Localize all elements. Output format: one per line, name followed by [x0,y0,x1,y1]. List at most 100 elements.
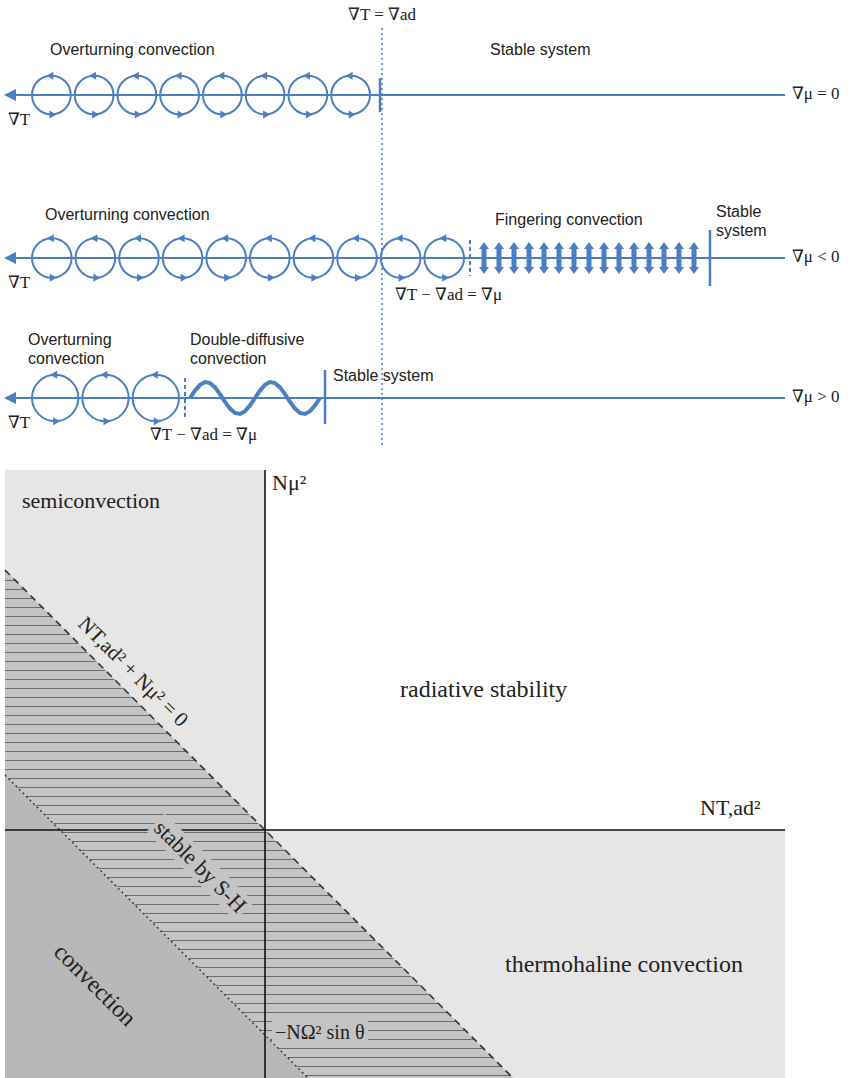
finger-arrow [659,242,669,274]
convection-loop [424,238,464,278]
loop-arrow [90,234,100,282]
convection-loop [75,76,114,115]
double-diffusive-wave [190,382,320,414]
label-text: −NΩ² sin θ [272,1020,368,1044]
convection-loop [294,238,334,278]
loop-arrow [221,234,231,282]
label-text: Overturning convection [50,40,215,59]
convection-loop [32,375,78,421]
boundary-tick [379,78,382,112]
label-text: ∇T [8,110,30,130]
label-text: thermohaline convection [505,950,743,979]
convection-loop [337,238,377,278]
label-text: ∇T [8,413,30,433]
convection-loop [32,238,72,278]
label-text: ∇μ < 0 [792,247,840,267]
loop-arrow [346,72,356,119]
finger-arrow [584,242,594,274]
loop-arrow [265,234,275,282]
label-text: ∇μ = 0 [792,84,840,104]
loop-arrow [151,371,161,425]
label-text: Overturning convection [45,205,210,224]
loop-arrow [308,234,318,282]
finger-arrow [614,242,624,274]
convection-loop [381,238,421,278]
label-text: radiative stability [400,675,567,704]
loop-arrow [178,234,188,282]
convection-loop [118,76,157,115]
dashed-boundary [5,570,513,1078]
finger-arrow [674,242,684,274]
label-text: ∇T = ∇ad [348,5,416,25]
finger-arrow [644,242,654,274]
label-text: stable by S-H [146,813,254,921]
finger-arrow [539,242,549,274]
loop-arrow [89,72,99,119]
label-text: ∇μ > 0 [792,387,840,407]
finger-arrow [494,242,504,274]
label-text: Stable system [716,202,776,240]
arrow-head [4,392,16,404]
boundary-tick [469,240,471,276]
axis [264,470,266,1078]
finger-arrow [569,242,579,274]
label-text: NT,ad² + Nμ² = 0 [73,612,194,733]
convection-loop [206,238,246,278]
loop-arrow [439,234,449,282]
label-text: Double-diffusive convection [190,330,325,368]
convection-loop [76,238,116,278]
loop-arrow [50,371,60,425]
label-text: Stable system [333,366,433,385]
convection-loop [246,76,285,115]
label-text: Fingering convection [495,210,643,229]
convection-region [5,775,308,1078]
convection-loop [82,375,128,421]
axis [5,829,785,831]
label-text: Nμ² [272,470,306,496]
label-text: semiconvection [22,488,160,514]
arrow-head [4,252,16,264]
loop-arrow [260,72,270,119]
finger-arrow [524,242,534,274]
loop-arrow [134,234,144,282]
label-text: ∇T − ∇ad = ∇μ [150,425,257,445]
loop-arrow [47,234,57,282]
finger-arrow [479,242,489,274]
convection-loop [250,238,290,278]
convection-loop [160,76,199,115]
loop-arrow [217,72,227,119]
label-text: Overturning convection [28,330,128,368]
sh-hatching [5,570,513,1078]
boundary-tick [184,378,186,418]
finger-arrow [689,242,699,274]
finger-arrow [599,242,609,274]
convection-loop [133,375,179,421]
convection-loop [119,238,159,278]
convection-loop [289,76,328,115]
convection-loop [32,76,71,115]
loop-arrow [303,72,313,119]
gradient-axis [12,94,785,96]
convection-loop [331,76,370,115]
boundary-tick [324,370,327,424]
loop-arrow [396,234,406,282]
convection-loop [203,76,242,115]
finger-arrow [554,242,564,274]
sh-band [5,570,513,1078]
label-text: convection [48,938,143,1033]
dotted-boundary [5,775,308,1078]
label-text: Stable system [490,40,590,59]
loop-arrow [175,72,185,119]
finger-arrow [629,242,639,274]
arrow-head [4,89,16,101]
loop-arrow [46,72,56,119]
loop-arrow [352,234,362,282]
loop-arrow [101,371,111,425]
loop-arrow [132,72,142,119]
gradient-axis [12,257,785,259]
finger-arrow [509,242,519,274]
label-text: ∇T [8,273,30,293]
